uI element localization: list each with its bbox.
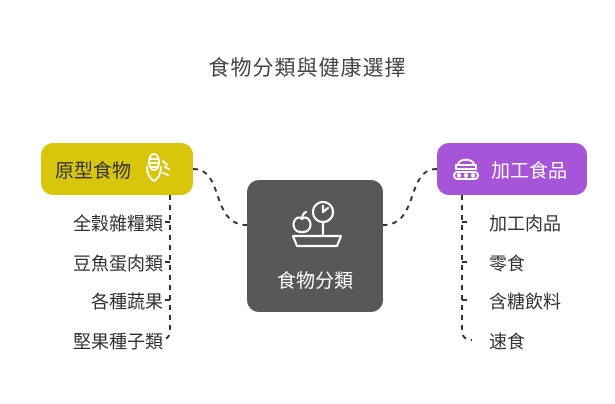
conveyor-food-icon xyxy=(451,151,481,187)
right-branch-label: 加工食品 xyxy=(491,159,568,182)
left-branch-label: 原型食物 xyxy=(55,159,132,182)
right-item: 零食 xyxy=(489,254,525,275)
right-item: 含糖飲料 xyxy=(489,292,561,313)
left-item: 堅果種子類 xyxy=(73,332,163,353)
right-trunk xyxy=(461,195,473,341)
connector-left-center xyxy=(192,168,248,226)
center-label: 食物分類 xyxy=(276,270,353,292)
left-item: 全穀雜糧類 xyxy=(73,214,163,235)
center-node[interactable]: 食物分類 xyxy=(247,180,383,312)
right-item: 速食 xyxy=(489,332,525,353)
right-item: 加工肉品 xyxy=(489,214,561,235)
right-branch-node[interactable]: 加工食品 xyxy=(437,143,587,195)
left-item: 各種蔬果 xyxy=(91,292,163,313)
diagram-title: 食物分類與健康選擇 xyxy=(208,56,407,80)
corn-wheat-icon xyxy=(141,151,171,187)
balance-scale-apple-icon xyxy=(287,198,343,256)
connector-right-center xyxy=(382,168,438,226)
left-trunk xyxy=(159,195,171,341)
left-branch-node[interactable]: 原型食物 xyxy=(41,143,193,195)
left-item: 豆魚蛋肉類 xyxy=(73,254,163,275)
